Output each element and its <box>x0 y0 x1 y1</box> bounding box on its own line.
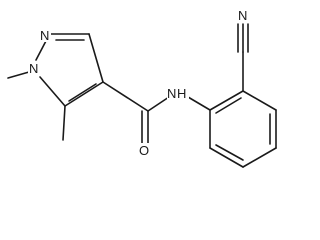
bond-ar-inner-c <box>215 144 244 161</box>
molecule-structure-diagram: N N N H O N <box>7 8 277 168</box>
atom-n1-background <box>28 61 40 75</box>
bond-c4-carbonyl <box>102 81 149 112</box>
atom-n-amide: N <box>167 86 176 101</box>
bond-n1-methyl <box>7 71 30 79</box>
bond-n2-n1 <box>35 38 48 61</box>
bond-ar-inner-a <box>215 97 242 114</box>
bond-ar-5-6 <box>209 147 244 168</box>
atom-n-nitrile-background <box>237 8 249 22</box>
bond-ar-4-5 <box>242 147 277 168</box>
atom-n-pyrazole-methyl: N <box>29 61 38 76</box>
bond-n-phenyl <box>187 96 211 111</box>
bond-ar-2-3 <box>242 90 277 111</box>
atom-nh-background <box>167 86 189 100</box>
atom-n-pyrazole-ring: N <box>40 28 49 43</box>
bond-c5-n1 <box>39 76 66 107</box>
bond-c4-c5 <box>64 81 104 107</box>
bond-ar-1-2 <box>209 90 244 111</box>
atom-n2-background <box>39 28 51 42</box>
atom-h-amide: H <box>177 86 186 101</box>
bond-carbonyl-n <box>147 96 170 112</box>
atom-o-carbonyl: O <box>139 143 149 158</box>
bond-c4-c5-inner <box>68 83 97 102</box>
atom-o-background <box>139 143 151 157</box>
atom-n-nitrile: N <box>238 8 247 23</box>
bond-c5-methyl <box>62 105 66 141</box>
bond-c3-c4 <box>88 33 104 83</box>
